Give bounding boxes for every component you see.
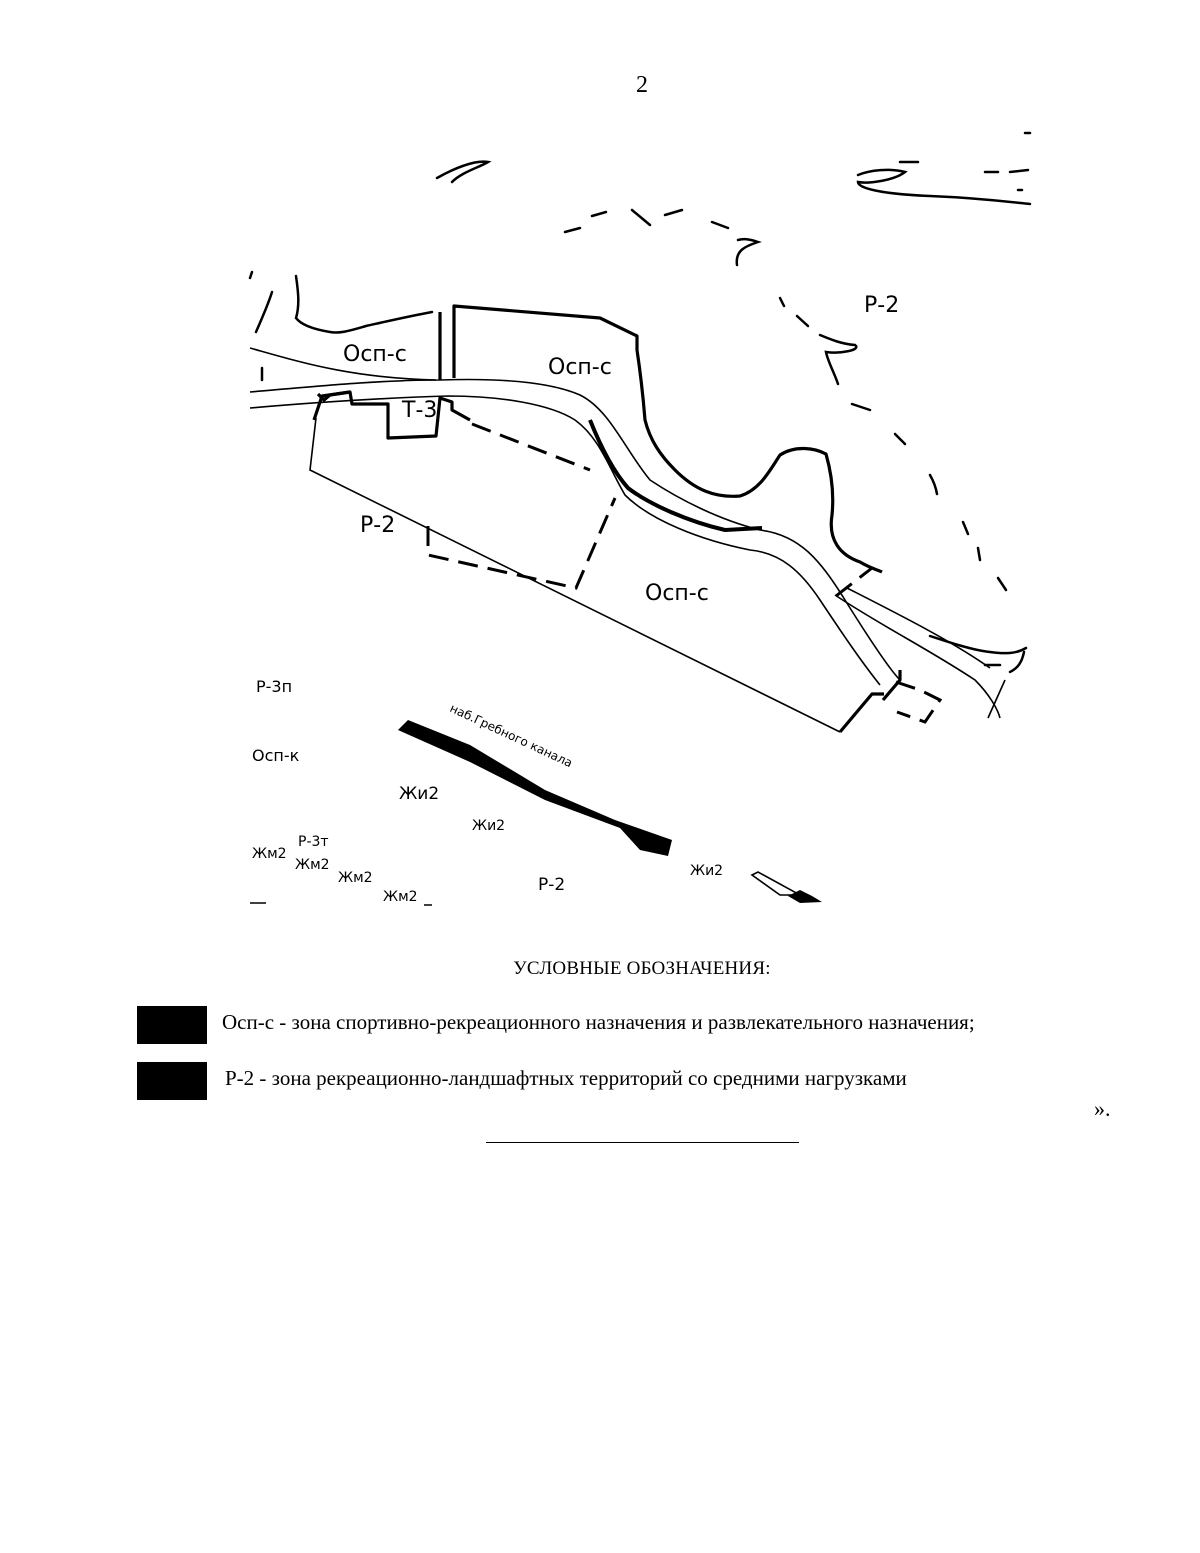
small-black-mark (788, 890, 822, 903)
coastline-fragments (248, 131, 1032, 674)
minor-marks (250, 902, 432, 906)
zone-label-r2-top: Р-2 (864, 293, 899, 318)
legend-title: УСЛОВНЫЕ ОБОЗНАЧЕНИЯ: (513, 958, 771, 979)
zone-boundaries (312, 304, 902, 734)
zone-label-zhi2-a: Жи2 (399, 784, 439, 804)
zone-label-osps-left: Осп-с (343, 342, 407, 367)
zone-label-ospk: Осп-к (252, 746, 300, 765)
page-number: 2 (636, 72, 648, 98)
minor-zone-labels: Р-3п Осп-к Жи2 Жи2 Жи2 Р-3т Жм2 Жм2 Жм2 … (252, 677, 723, 905)
zone-label-zhm2-a: Жм2 (252, 846, 287, 862)
zone-label-r2-left: Р-2 (360, 513, 395, 538)
legend-text-r2: Р-2 - зона рекреационно-ландшафтных терр… (225, 1066, 907, 1090)
zone-labels: Р-2 Осп-с Осп-с Т-3 Р-2 Осп-с (343, 293, 899, 606)
zone-label-osps-bottom: Осп-с (645, 581, 709, 606)
zone-label-r3t: Р-3т (298, 834, 329, 850)
legend-swatch-r2 (137, 1062, 207, 1100)
legend-swatch-osps (137, 1006, 207, 1044)
zone-label-zhm2-c: Жм2 (338, 870, 373, 886)
zone-label-zhi2-b: Жи2 (472, 818, 505, 834)
zone-label-r2-bottom: Р-2 (538, 875, 565, 895)
closing-quote: ». (1094, 1096, 1111, 1121)
zoning-map: Р-2 Осп-с Осп-с Т-3 Р-2 Осп-с Р-3п Осп-к… (248, 131, 1032, 906)
embankment-street-band (398, 720, 672, 856)
zone-label-zhm2-d: Жм2 (383, 889, 418, 905)
zone-label-zhm2-b: Жм2 (295, 857, 330, 873)
zone-label-zhi2-c: Жи2 (690, 863, 723, 879)
dashed-boundaries (426, 422, 943, 724)
zone-label-r3p: Р-3п (256, 677, 292, 696)
zone-label-t3: Т-3 (401, 398, 437, 423)
footer-rule (486, 1142, 799, 1143)
legend-text-osps: Осп-с - зона спортивно-рекреационного на… (222, 1010, 975, 1034)
zone-label-osps-center: Осп-с (548, 355, 612, 380)
small-polygon-right (750, 871, 801, 896)
